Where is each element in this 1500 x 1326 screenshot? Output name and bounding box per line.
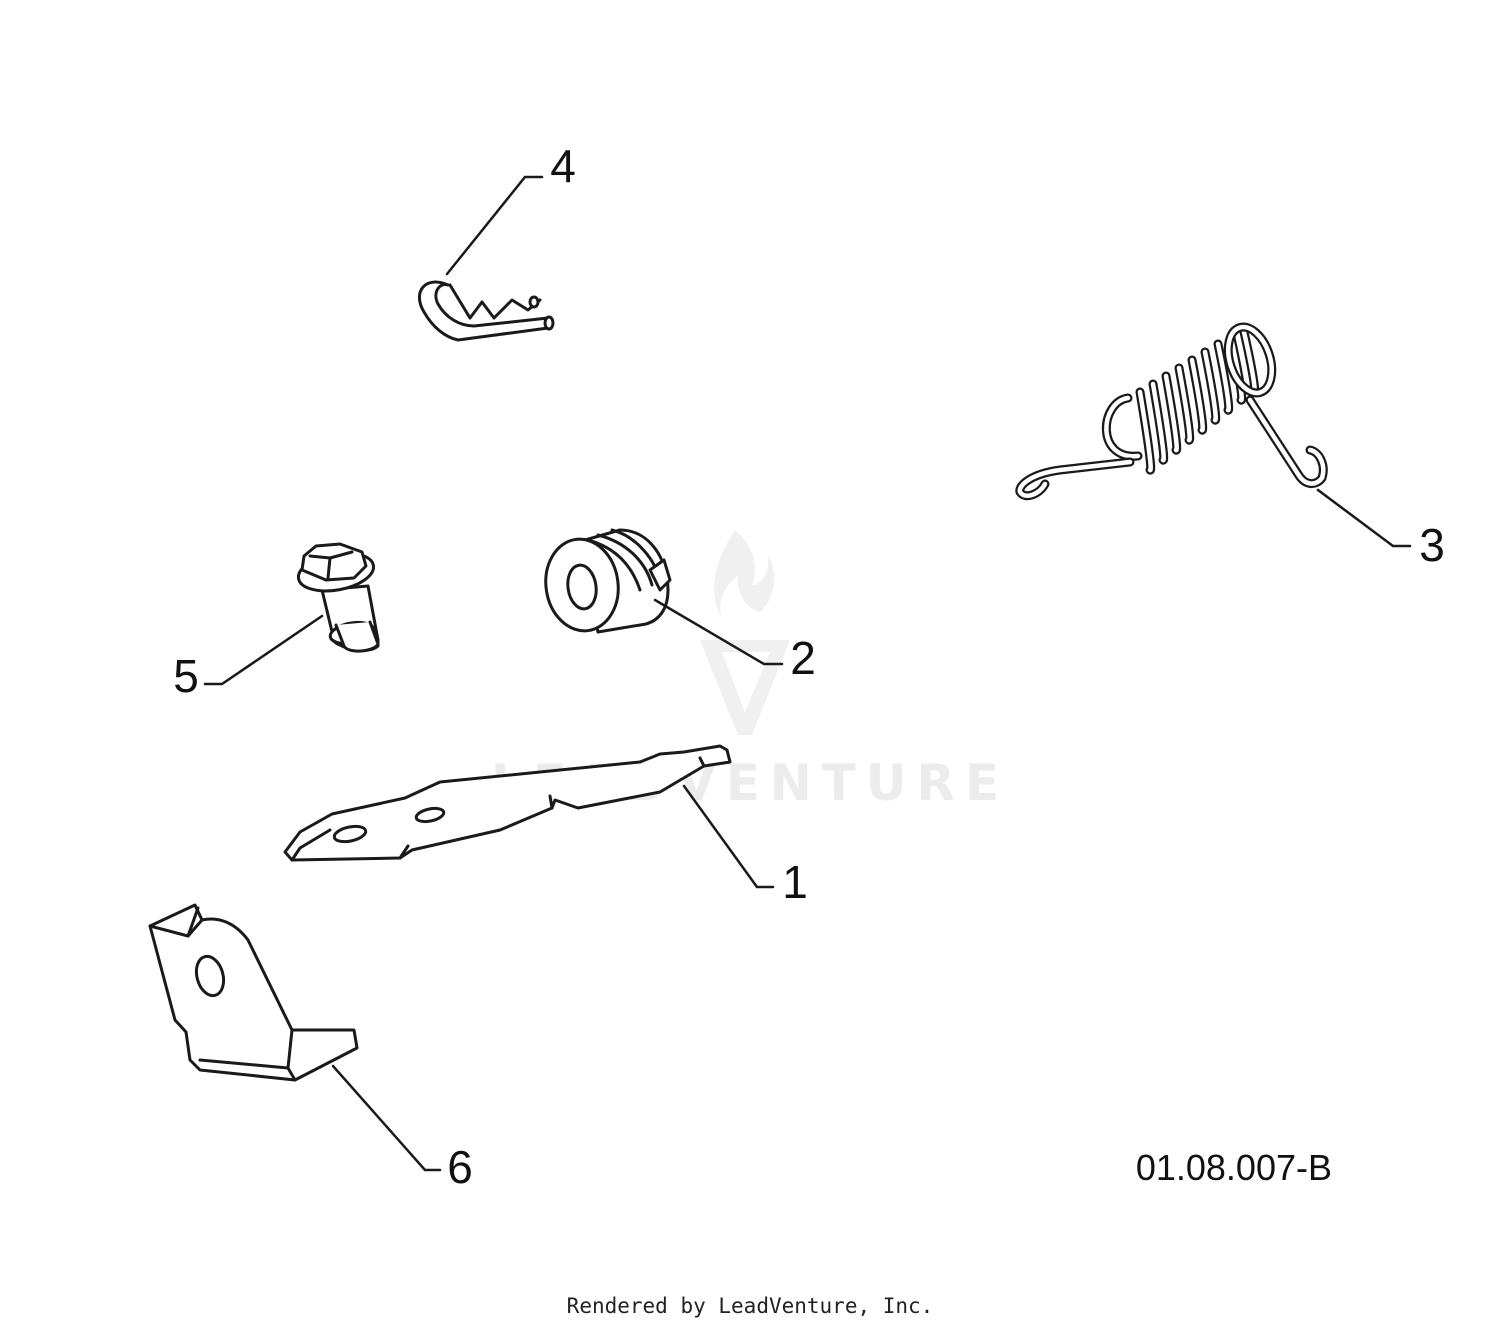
leader-lines bbox=[203, 175, 1412, 1172]
leader-3 bbox=[1316, 488, 1412, 548]
leader-6 bbox=[331, 1064, 442, 1172]
callout-6: 6 bbox=[447, 1141, 473, 1193]
drawing-code: 01.08.007-B bbox=[1136, 1147, 1332, 1188]
callout-2: 2 bbox=[790, 632, 816, 684]
callout-labels: 4 3 5 2 1 6 bbox=[173, 140, 1445, 1193]
part-3-extension-spring[interactable] bbox=[1015, 321, 1328, 501]
leader-4 bbox=[445, 175, 544, 276]
part-6-angle-bracket[interactable] bbox=[148, 903, 359, 1082]
footer-credit: Rendered by LeadVenture, Inc. bbox=[567, 1294, 934, 1318]
part-4-hairpin-clip[interactable] bbox=[418, 280, 555, 342]
callout-5: 5 bbox=[173, 650, 199, 702]
leader-5 bbox=[203, 614, 324, 686]
watermark-flame-icon bbox=[713, 530, 775, 618]
part-5-flange-bolt[interactable] bbox=[295, 542, 380, 653]
callout-1: 1 bbox=[782, 856, 808, 908]
leader-1 bbox=[682, 784, 775, 889]
callout-3: 3 bbox=[1419, 519, 1445, 571]
callout-4: 4 bbox=[550, 140, 576, 192]
part-1-lever-plate[interactable] bbox=[283, 744, 732, 862]
part-2-bushing[interactable] bbox=[540, 528, 672, 636]
leader-2 bbox=[653, 598, 784, 666]
